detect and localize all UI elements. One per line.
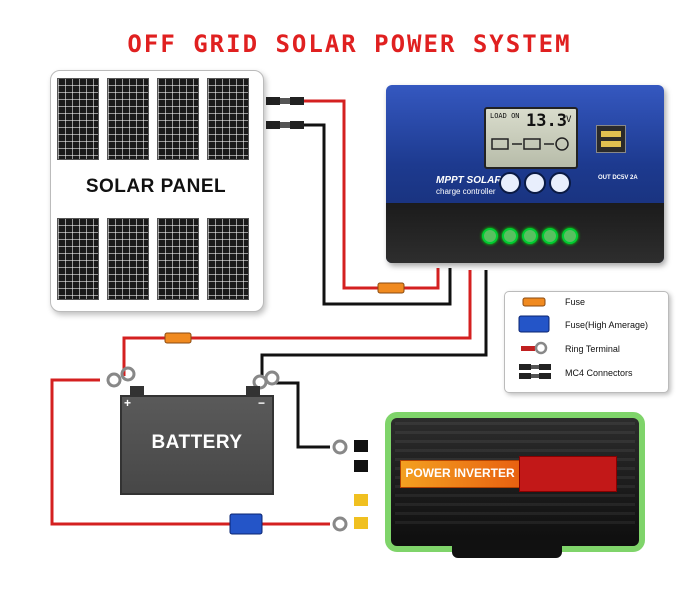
menu-button[interactable] [499,172,521,194]
terminal-screw [502,228,518,244]
battery-positive-sign: + [124,396,132,410]
diagram-title: OFF GRID SOLAR POWER SYSTEM [127,30,572,58]
up-button[interactable] [524,172,546,194]
legend-high-amp-fuse-label: Fuse(High Amerage) [565,320,649,330]
solar-panel-label: SOLAR PANEL [85,176,227,197]
fuse-icon [522,297,546,307]
terminal-screw [482,228,498,244]
solar-cell [157,218,199,300]
ring-terminal-icon [521,341,548,355]
legend-fuse-label: Fuse [565,297,586,307]
battery-negative-wire [260,270,488,376]
battery-label: BATTERY [151,432,243,453]
panel-positive-wire [304,99,440,290]
terminal-screw [522,228,538,244]
controller-lcd: LOAD ON 13.3 V [484,107,578,169]
lcd-value: 13.3 [526,111,567,131]
panel-negative-wire [304,123,452,306]
usb-label: OUT DC5V 2A [598,175,638,181]
battery [120,395,274,495]
solar-cell [157,78,199,160]
battery-post-negative [246,386,260,396]
legend: Fuse Fuse(High Amerage) Ring Terminal MC… [504,291,669,393]
controller-brand: MPPT SOLAR [436,175,502,186]
terminal-screw [542,228,558,244]
solar-cell [207,78,249,160]
solar-cell [57,218,99,300]
solar-cell [207,218,249,300]
lcd-mode: LOAD ON [490,112,520,120]
battery-post-positive [130,386,144,396]
inverter-spec-plate [519,456,617,492]
inverter-positive-wire [50,378,330,526]
inverter-label-plate [400,460,522,488]
inverter-terminals [354,440,368,529]
panel-fuse [377,282,405,294]
usb-port-icon [596,125,626,153]
controller-subtitle: charge controller [436,187,496,196]
legend-ring-terminal-label: Ring Terminal [565,344,620,354]
mc4-connector-bottom [266,121,304,129]
inverter-label: POWER INVERTER [405,466,515,480]
down-button[interactable] [549,172,571,194]
solar-cell [107,218,149,300]
charge-controller: LOAD ON 13.3 V OUT DC5V 2A MPPT SOLAR ch… [386,85,664,263]
battery-fuse [164,332,192,344]
high-amp-fuse [229,513,263,535]
solar-cell [57,78,99,160]
mc4-connector-icon [519,364,551,379]
solar-cell [107,78,149,160]
terminal-screw [562,228,578,244]
inverter-negative-wire [275,381,330,449]
lcd-unit: V [566,115,572,125]
mc4-connector-top [266,97,304,105]
legend-mc4-label: MC4 Connectors [565,368,633,378]
inverter-feet [452,540,562,558]
legend-icons [518,297,551,379]
ring-terminal [106,366,348,532]
battery-positive-wire [122,270,472,376]
high-amp-fuse-icon [518,315,550,333]
battery-negative-sign: − [258,396,266,410]
lcd-flow-icon [491,137,569,151]
